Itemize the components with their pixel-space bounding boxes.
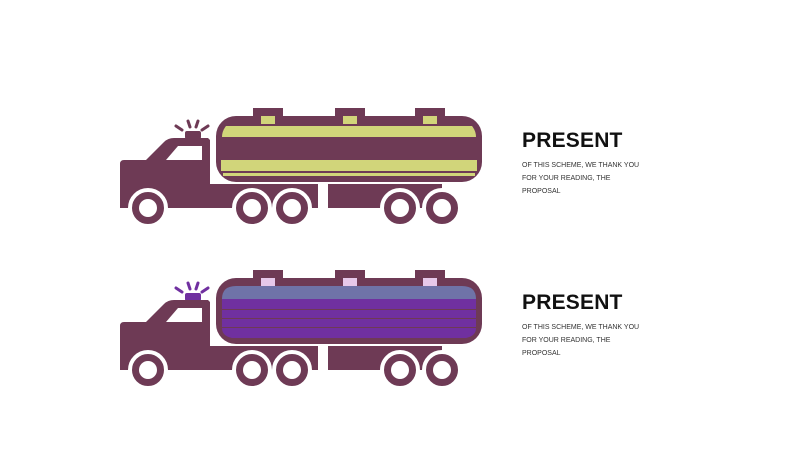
tanker-truck-icon-2 — [120, 270, 482, 388]
tanker-truck-icon-1 — [120, 108, 482, 226]
cab-window — [166, 308, 202, 322]
truck-cab — [120, 300, 318, 370]
item-title-1: PRESENT — [522, 129, 623, 152]
siren-icon-2 — [174, 281, 210, 294]
tank-body — [216, 116, 482, 182]
item-description-2: OF THIS SCHEME, WE THANK YOU FOR YOUR RE… — [522, 324, 640, 357]
text-block-1: PRESENT OF THIS SCHEME, WE THANK YOU FOR… — [522, 129, 672, 198]
text-block-2: PRESENT OF THIS SCHEME, WE THANK YOU FOR… — [522, 291, 672, 360]
item-title-2: PRESENT — [522, 291, 623, 314]
siren-icon-1 — [174, 119, 210, 132]
truck-cab — [120, 138, 318, 208]
item-description-1: OF THIS SCHEME, WE THANK YOU FOR YOUR RE… — [522, 162, 640, 195]
cab-window — [166, 146, 202, 160]
